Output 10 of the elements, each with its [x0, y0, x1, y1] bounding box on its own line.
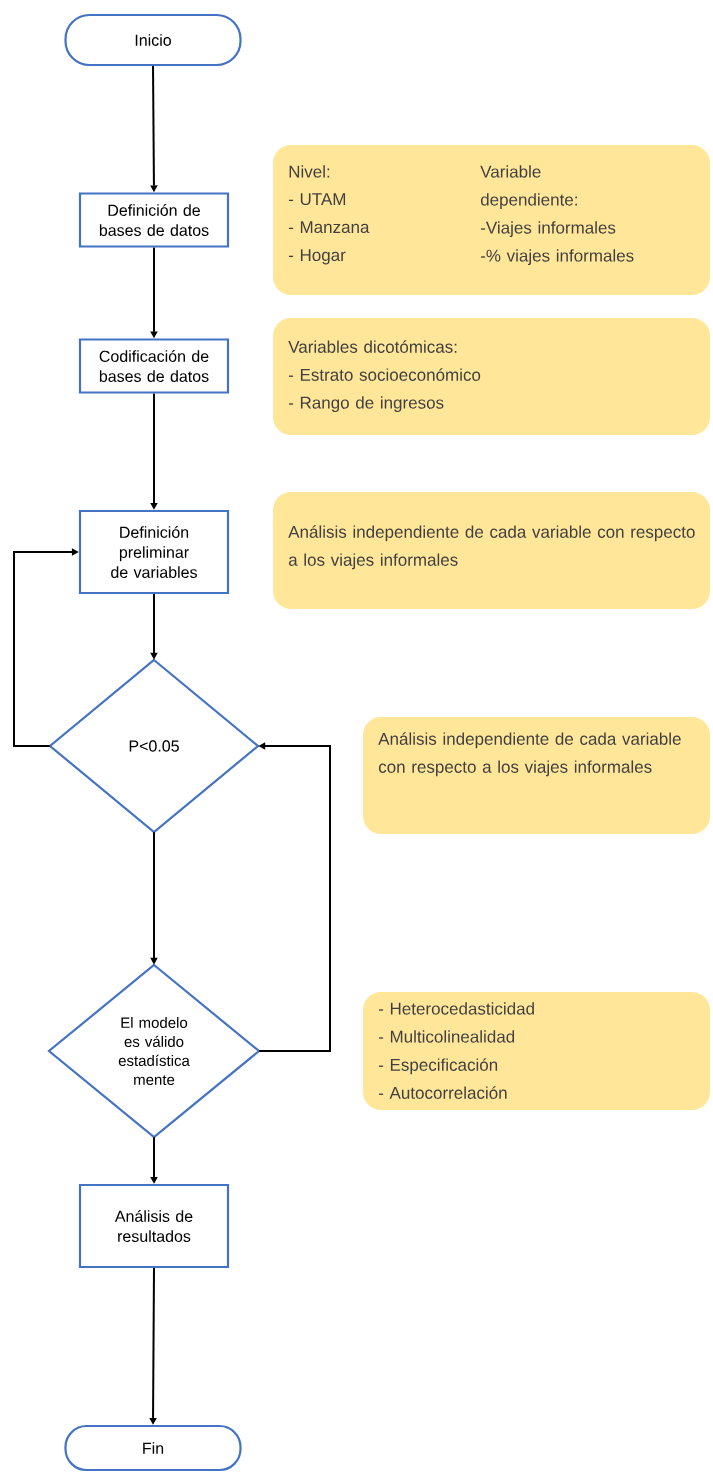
note-box: Análisis independiente de cada variable con respecto a los viajes informales [273, 492, 710, 609]
process-box: Definición preliminar de variables [78, 509, 230, 595]
process-box: Análisis de resultados [78, 1183, 230, 1269]
arrow [258, 742, 331, 1052]
process-box: Codificación de bases de datos [78, 338, 230, 394]
process-box: Definición de bases de datos [78, 192, 230, 248]
note-box: Variables dicotómicas: - Estrato socioeconómico - Rango de ingresos [273, 318, 710, 435]
note-box: Análisis independiente de cada variable con respecto a los viajes informales [363, 717, 710, 834]
note-box: - Heterocedasticidad - Multicolinealidad - Especificación - Autocorrelación [363, 992, 710, 1110]
note-box: Nivel: - UTAM - Manzana - Hogar Variable dependiente: -Viajes informales -% viajes informales [273, 145, 710, 295]
